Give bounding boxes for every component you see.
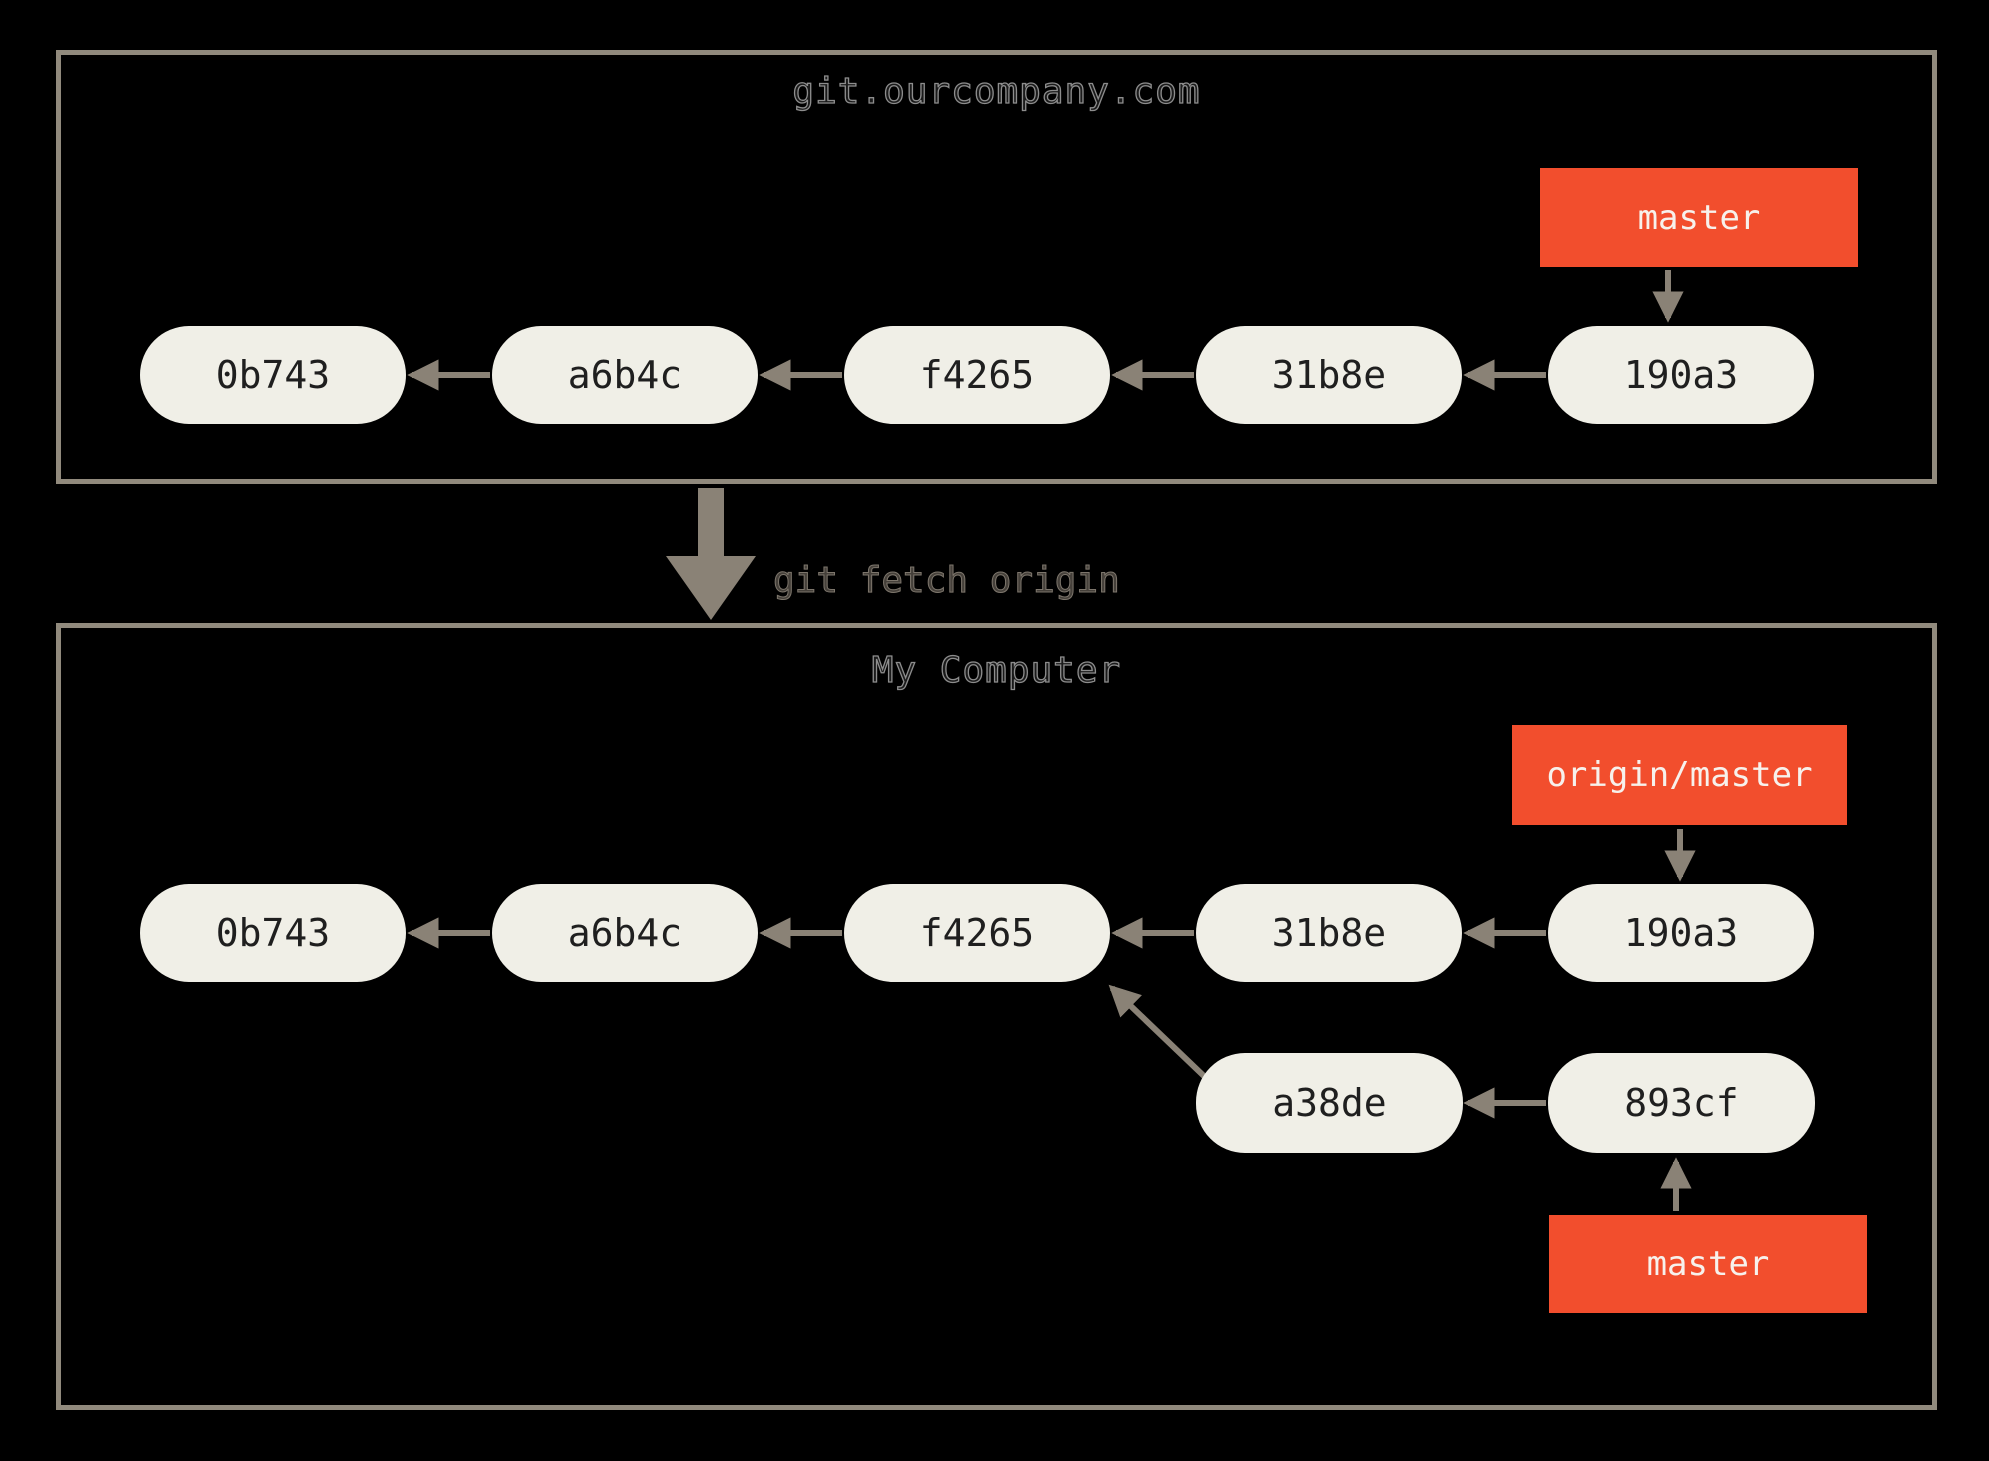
branch-label-master: master — [1540, 168, 1858, 267]
commit-node: a38de — [1196, 1053, 1463, 1153]
commit-node: f4265 — [844, 884, 1110, 982]
commit-node: 190a3 — [1548, 326, 1814, 424]
commit-node: a6b4c — [492, 884, 758, 982]
server-repo-title: git.ourcompany.com — [792, 70, 1201, 112]
commit-node: 31b8e — [1196, 326, 1462, 424]
server-repo-box — [56, 50, 1937, 484]
commit-node: 0b743 — [140, 884, 406, 982]
commit-node: 190a3 — [1548, 884, 1814, 982]
commit-node: 31b8e — [1196, 884, 1462, 982]
local-repo-title: My Computer — [871, 649, 1122, 691]
commit-node: 893cf — [1548, 1053, 1815, 1153]
commit-node: 0b743 — [140, 326, 406, 424]
local-repo-box — [56, 623, 1937, 1410]
fetch-command-label: git fetch origin — [773, 560, 1121, 602]
branch-label-local-master: master — [1549, 1215, 1867, 1313]
branch-label-origin-master: origin/master — [1512, 725, 1847, 825]
commit-node: f4265 — [844, 326, 1110, 424]
fetch-arrow — [666, 488, 756, 620]
commit-node: a6b4c — [492, 326, 758, 424]
